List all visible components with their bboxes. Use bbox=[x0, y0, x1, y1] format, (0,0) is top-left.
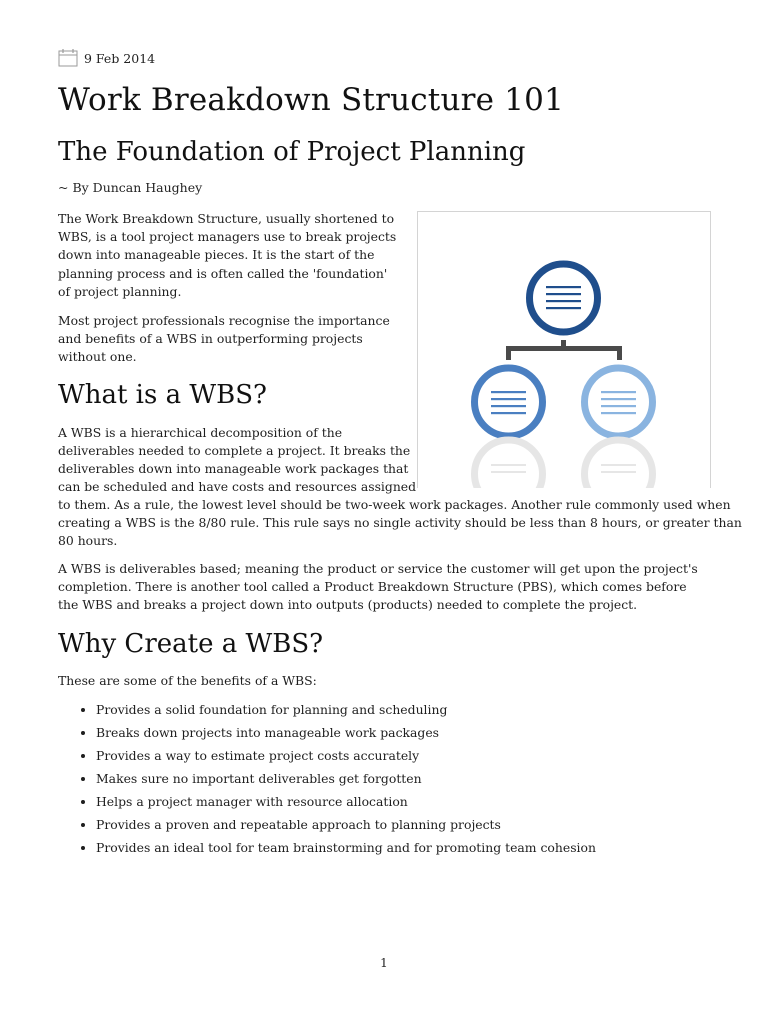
date-row: 9 Feb 2014 bbox=[58, 47, 155, 69]
page-title: Work Breakdown Structure 101 bbox=[58, 82, 565, 118]
page-number: 1 bbox=[380, 956, 388, 970]
page-subtitle: The Foundation of Project Planning bbox=[58, 137, 526, 167]
section-heading-what-is: What is a WBS? bbox=[58, 380, 267, 410]
top-node-icon bbox=[526, 260, 601, 336]
list-item: Provides a solid foundation for planning… bbox=[96, 698, 716, 721]
wrap-line: to them. As a rule, the lowest level sho… bbox=[58, 497, 731, 512]
wrap-line: deliverables needed to complete a projec… bbox=[58, 443, 411, 458]
benefits-list: Provides a solid foundation for planning… bbox=[76, 698, 716, 859]
wrap-line: can be scheduled and have costs and reso… bbox=[58, 479, 417, 494]
wrap-line: deliverables down into manageable work p… bbox=[58, 461, 409, 476]
what-is-paragraph-2: A WBS is deliverables based; meaning the… bbox=[58, 561, 698, 613]
node-reflection bbox=[471, 436, 656, 488]
wbs-hierarchy-figure bbox=[417, 211, 711, 488]
wrap-line: creating a WBS is the 8/80 rule. This ru… bbox=[58, 515, 742, 530]
wbs-hierarchy-diagram bbox=[471, 260, 656, 488]
section-heading-why-create: Why Create a WBS? bbox=[58, 629, 324, 659]
right-child-node-icon bbox=[581, 364, 656, 440]
list-item: Breaks down projects into manageable wor… bbox=[96, 721, 716, 744]
list-item: Provides a proven and repeatable approac… bbox=[96, 813, 716, 836]
author-byline: ~ By Duncan Haughey bbox=[58, 180, 203, 195]
intro-paragraph-2: Most project professionals recognise the… bbox=[58, 313, 390, 365]
wrap-line: A WBS is a hierarchical decomposition of… bbox=[58, 425, 343, 440]
intro-paragraph-1: The Work Breakdown Structure, usually sh… bbox=[58, 211, 397, 299]
benefits-intro: These are some of the benefits of a WBS: bbox=[58, 673, 317, 688]
wrap-line: 80 hours. bbox=[58, 533, 118, 548]
list-item: Helps a project manager with resource al… bbox=[96, 790, 716, 813]
list-item: Provides an ideal tool for team brainsto… bbox=[96, 836, 716, 859]
calendar-icon bbox=[58, 49, 78, 67]
list-item: Makes sure no important deliverables get… bbox=[96, 767, 716, 790]
left-child-node-icon bbox=[471, 364, 546, 440]
hierarchy-connector bbox=[506, 340, 622, 360]
list-item: Provides a way to estimate project costs… bbox=[96, 744, 716, 767]
publish-date: 9 Feb 2014 bbox=[84, 50, 156, 66]
